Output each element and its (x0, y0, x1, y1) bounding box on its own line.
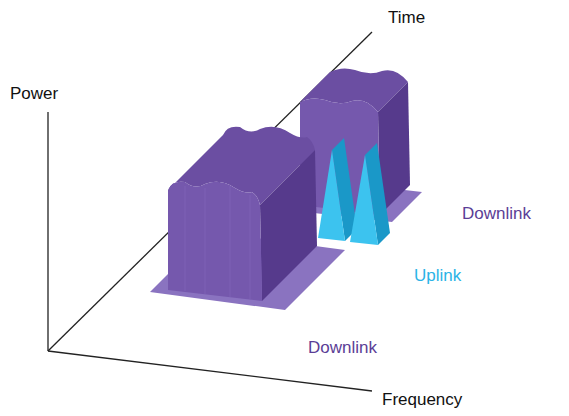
power-axis (47, 112, 48, 351)
axis-label: Time (388, 8, 425, 28)
band-label: Downlink (462, 204, 531, 224)
band-label: Uplink (414, 266, 461, 286)
downlink-block-front (150, 127, 345, 310)
axis-label: Power (10, 84, 58, 104)
axis-label: Frequency (382, 390, 462, 410)
uplink-peaks (318, 138, 390, 245)
band-label: Downlink (308, 338, 377, 358)
